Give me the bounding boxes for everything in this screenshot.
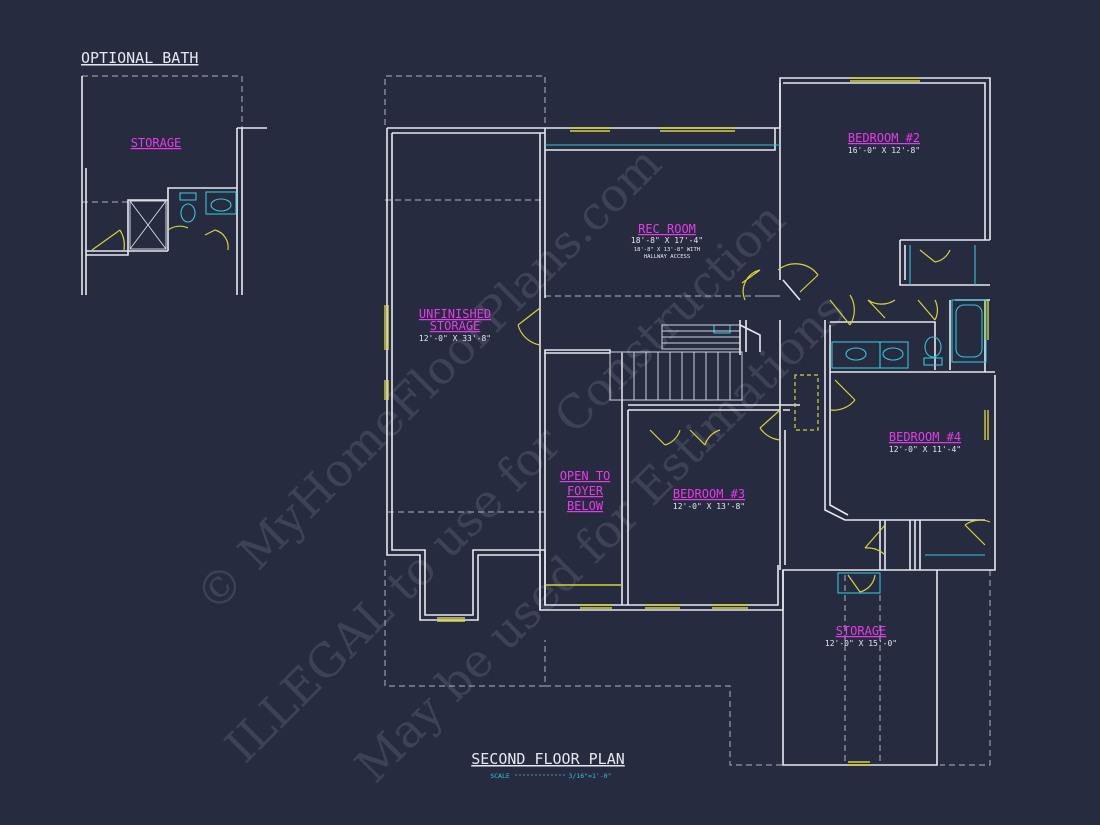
title-block: SECOND FLOOR PLAN SCALE 3/16"=1'-0" — [471, 750, 625, 780]
optional-bath-dashed-outline — [82, 75, 243, 128]
vanity-icon — [205, 191, 237, 215]
floor-plan-title: SECOND FLOOR PLAN — [471, 750, 625, 768]
roof-dashed-lines — [384, 75, 991, 766]
open-to-foyer-line-2: FOYER — [567, 484, 604, 498]
bedroom-4-dimensions: 12'-0" X 11'-4" — [889, 445, 961, 454]
open-to-foyer-line-1: OPEN TO — [560, 469, 611, 483]
rec-room-note-1: 18'-8" X 13'-8" WITH — [634, 247, 700, 253]
door-swing-icon — [167, 225, 189, 231]
shower-cross — [129, 200, 167, 250]
room-label-bedroom-2: BEDROOM #2 — [848, 131, 920, 145]
shower-stall — [129, 200, 167, 250]
scale-label: SCALE — [490, 772, 510, 780]
doors — [517, 249, 991, 593]
open-to-foyer-line-3: BELOW — [567, 499, 604, 513]
bedroom-3-dimensions: 12'-0" X 13'-8" — [673, 502, 745, 511]
room-label-rec-room: REC ROOM — [638, 222, 696, 236]
bathtub-basin-icon — [955, 304, 983, 358]
sink-icon — [882, 347, 904, 361]
room-labels: REC ROOM 18'-8" X 17'-4" 18'-8" X 13'-8"… — [419, 131, 961, 648]
room-label-storage: STORAGE — [836, 624, 887, 638]
rec-room-note-2: HALLWAY ACCESS — [644, 254, 690, 260]
storage-dimensions: 12'-0" X 15'-0" — [825, 639, 897, 648]
optional-bath-heading: OPTIONAL BATH — [81, 49, 198, 67]
vanity-icon — [879, 341, 909, 369]
room-label-bedroom-3: BEDROOM #3 — [673, 487, 745, 501]
sink-icon — [210, 198, 232, 212]
optional-bath-inset: OPTIONAL BATH STORAGE — [81, 49, 267, 295]
room-label-unfinished: UNFINISHED — [419, 307, 491, 321]
windows — [384, 77, 989, 766]
toilet-tank-icon — [923, 357, 943, 366]
rec-room-dimensions: 18'-8" X 17'-4" — [631, 236, 703, 245]
room-label-storage-optional: STORAGE — [131, 136, 182, 150]
sink-icon — [845, 347, 867, 361]
room-label-bedroom-4: BEDROOM #4 — [889, 430, 961, 444]
closet-rod — [909, 245, 976, 285]
scale-value: 3/16"=1'-0" — [568, 772, 611, 780]
optional-bath-right-wall — [236, 127, 267, 295]
optional-bath-left-wall — [81, 76, 87, 295]
optional-bath-walls — [86, 187, 237, 256]
toilet-icon — [180, 203, 196, 223]
door-swing-icon — [204, 229, 229, 251]
watermark: © MyHomeFloorPlans.com ILLEGAL to use fo… — [185, 136, 855, 793]
stairs — [609, 320, 747, 401]
door-swing-icon — [91, 229, 125, 251]
room-label-storage-unfinished: STORAGE — [430, 319, 481, 333]
attic-access-icon — [837, 572, 881, 594]
toilet-tank-icon — [179, 192, 197, 201]
bedroom-2-dimensions: 16'-0" X 12'-8" — [848, 146, 920, 155]
toilet-icon — [924, 336, 942, 358]
vanity-icon — [831, 341, 881, 369]
fixtures — [545, 144, 987, 594]
bathtub-icon — [951, 299, 987, 363]
unfinished-storage-dimensions: 12'-0" X 33'-8" — [419, 334, 491, 343]
railing-post-icon — [713, 324, 731, 334]
